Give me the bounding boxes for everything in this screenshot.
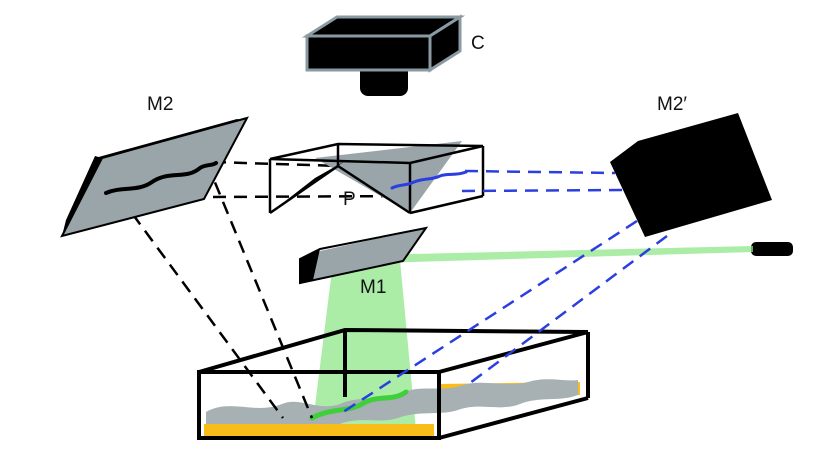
mirror-m2-label: M2 — [147, 94, 173, 115]
illuminated-line — [309, 389, 409, 421]
specimen — [206, 379, 578, 430]
prism — [268, 141, 485, 215]
laser-source — [751, 242, 793, 256]
mirror-m1-label: M1 — [360, 277, 386, 298]
camera — [301, 14, 466, 96]
prism-label: P — [343, 189, 356, 210]
mirror-m2-prime-label: M2′ — [657, 94, 687, 115]
imaging-path-blue — [339, 169, 668, 416]
sample-chamber-back — [198, 327, 589, 397]
substrate-front-strip — [204, 424, 434, 436]
mirror-m2-prime — [610, 113, 772, 237]
prism-blue-trace — [390, 170, 468, 190]
mirror-m2 — [60, 116, 249, 238]
mirror-m1 — [299, 226, 429, 285]
camera-label: C — [471, 33, 485, 54]
